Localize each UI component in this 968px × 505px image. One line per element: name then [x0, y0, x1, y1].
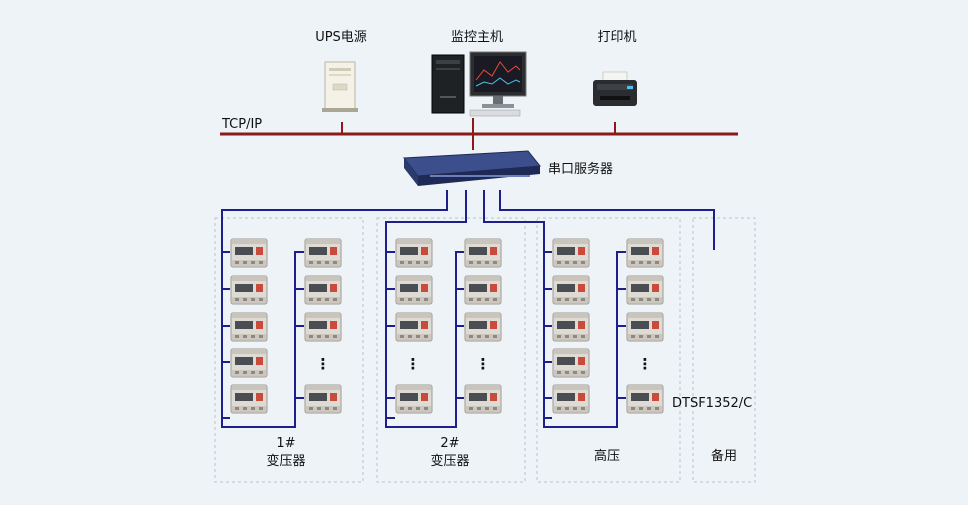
energy-meter-icon [230, 238, 268, 268]
energy-meter-icon [395, 275, 433, 305]
rs485-trunk-3b [543, 251, 626, 428]
rs485-trunk-2b [385, 251, 464, 428]
energy-meter-icon [464, 275, 502, 305]
energy-meter-icon [552, 348, 590, 378]
energy-meter-icon [464, 384, 502, 414]
energy-meter-icon [626, 384, 664, 414]
serial-server-icon [403, 150, 541, 186]
printer-icon [593, 71, 637, 106]
energy-meter-icon [552, 384, 590, 414]
rs485-trunk-1 [221, 190, 448, 419]
energy-meter-icon [626, 312, 664, 342]
ellipsis-g2b: ⋮ [475, 355, 491, 373]
energy-meter-icon [304, 275, 342, 305]
energy-meter-icon [464, 238, 502, 268]
energy-meter-icon [230, 384, 268, 414]
energy-meter-icon [552, 275, 590, 305]
group-box-spare [692, 217, 756, 483]
ups-icon [322, 61, 358, 112]
group-1-number: 1# [276, 436, 296, 451]
energy-meter-icon [552, 312, 590, 342]
printer-label: 打印机 [597, 30, 637, 45]
group-box-transformer-2 [376, 217, 526, 483]
energy-meter-icon [395, 312, 433, 342]
rs485-trunk-spare [499, 190, 715, 250]
energy-meter-icon [230, 312, 268, 342]
rs485-trunk-3 [483, 190, 552, 419]
energy-meter-icon [304, 312, 342, 342]
energy-meter-icon [304, 238, 342, 268]
host-label: 监控主机 [450, 30, 504, 45]
energy-meter-icon [552, 238, 590, 268]
energy-meter-icon [626, 275, 664, 305]
ellipsis-g2a: ⋮ [405, 355, 421, 373]
rs485-lines [221, 190, 715, 428]
group-2-number: 2# [440, 436, 460, 451]
ups-label: UPS电源 [315, 30, 367, 45]
group-2-label: 变压器 [430, 454, 470, 469]
energy-meter-icon [230, 275, 268, 305]
rs485-trunk-1b [221, 251, 304, 428]
serial-server-label: 串口服务器 [548, 162, 614, 177]
energy-meter-icon [464, 312, 502, 342]
monitoring-host-icon [431, 51, 527, 117]
energy-meter-icon [395, 384, 433, 414]
group-3-label: 高压 [593, 449, 621, 464]
energy-meter-icon [626, 238, 664, 268]
meter-model-label: DTSF1352/C [672, 396, 753, 411]
group-1-label: 变压器 [266, 454, 306, 469]
group-4-label: 备用 [710, 449, 738, 464]
group-boxes [214, 217, 756, 483]
rs485-trunk-2 [385, 190, 467, 419]
ellipsis-g1: ⋮ [315, 355, 331, 373]
tcpip-label: TCP/IP [222, 117, 263, 132]
ellipsis-g3: ⋮ [637, 355, 653, 373]
energy-meter-icon [304, 384, 342, 414]
group-box-transformer-1 [214, 217, 364, 483]
meters [230, 238, 664, 414]
energy-meter-icon [395, 238, 433, 268]
energy-meter-icon [230, 348, 268, 378]
